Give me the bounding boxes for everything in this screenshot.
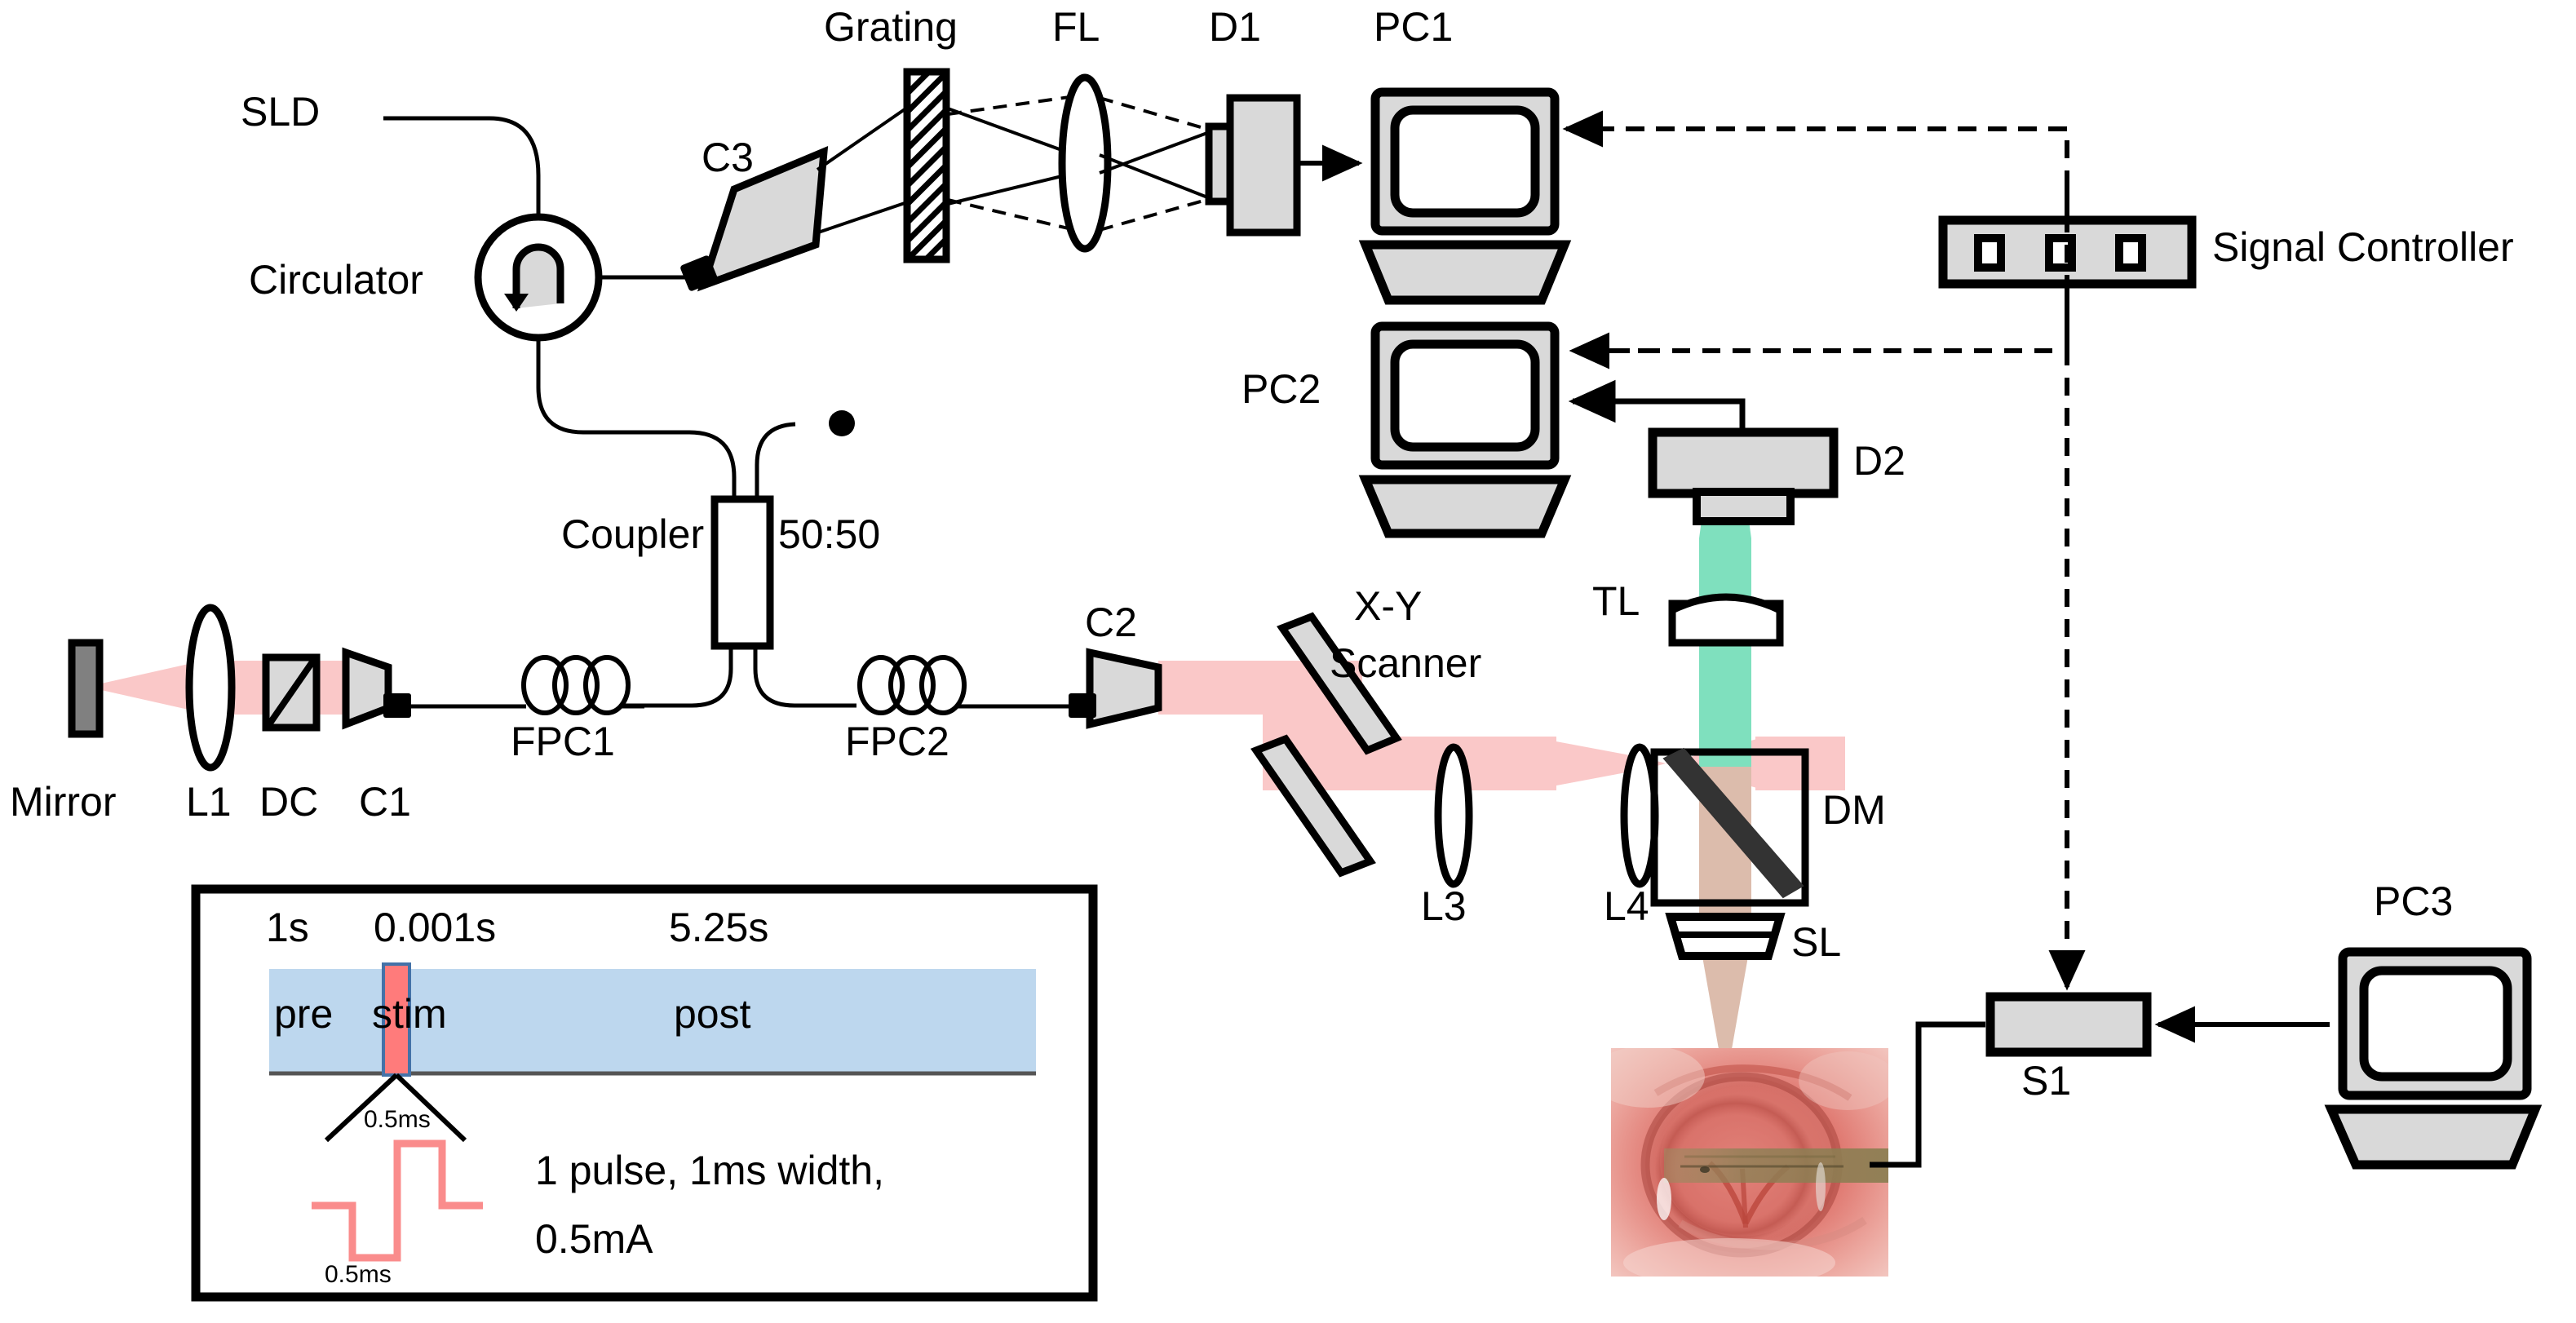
scanner-label-line1: X-Y	[1354, 583, 1423, 629]
duration-pre-label: 1s	[266, 905, 309, 950]
pc2-label: PC2	[1242, 366, 1321, 412]
scanner-label-line2: Scanner	[1330, 640, 1482, 686]
pc3-glyph	[2324, 947, 2543, 1170]
tl-label: TL	[1592, 578, 1640, 624]
pc1-glyph	[1358, 87, 1572, 305]
c2-label: C2	[1085, 600, 1137, 645]
fl-label: FL	[1052, 4, 1100, 50]
grating-label: Grating	[824, 4, 958, 50]
l3-label: L3	[1421, 883, 1467, 929]
coupler-ratio-label: 50:50	[778, 511, 881, 557]
sl-label: SL	[1791, 919, 1842, 965]
coupler-label: Coupler	[561, 511, 705, 557]
phase-post-label: post	[674, 991, 751, 1037]
signal-controller-label: Signal Controller	[2212, 224, 2514, 270]
pc3-label: PC3	[2374, 878, 2454, 924]
fpc2-label: FPC2	[845, 719, 949, 764]
mirror-label: Mirror	[10, 779, 117, 825]
c3-label: C3	[702, 135, 754, 180]
pulse-description-line1: 1 pulse, 1ms width,	[535, 1148, 884, 1193]
l4-label: L4	[1604, 883, 1649, 929]
phase-pre-label: pre	[274, 991, 334, 1037]
l1-label: L1	[186, 779, 232, 825]
circulator-label: Circulator	[249, 257, 423, 303]
scanner-mirror-2	[1250, 734, 1376, 878]
fpc1-label: FPC1	[511, 719, 615, 764]
duration-post-label: 5.25s	[669, 905, 769, 950]
dc-label: DC	[259, 779, 319, 825]
pulse-lower-duration-label: 0.5ms	[325, 1261, 392, 1288]
fpc1-glyph	[521, 655, 631, 715]
duration-stim-label: 0.001s	[374, 905, 497, 950]
phase-stim-label: stim	[372, 991, 447, 1037]
pc1-label: PC1	[1374, 4, 1454, 50]
dm-label: DM	[1822, 787, 1886, 833]
s1-label: S1	[2021, 1058, 2072, 1104]
s1-glyph	[1985, 992, 2152, 1057]
d1-label: D1	[1209, 4, 1261, 50]
tissue-photo	[1611, 1048, 1888, 1277]
d2-label: D2	[1853, 438, 1905, 484]
pc2-glyph	[1358, 321, 1572, 538]
pulse-upper-duration-label: 0.5ms	[364, 1106, 431, 1133]
sld-label: SLD	[241, 89, 321, 135]
pulse-description-line2: 0.5mA	[535, 1216, 653, 1262]
scanner-mirror-1	[1277, 612, 1402, 755]
c1-label: C1	[359, 779, 411, 825]
fpc2-glyph	[857, 655, 967, 715]
